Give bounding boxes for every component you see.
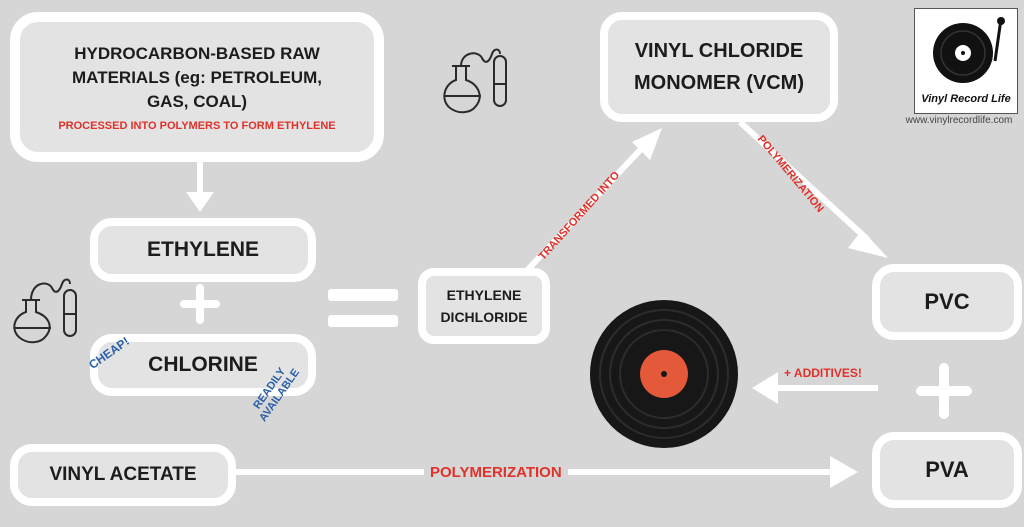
raw-materials-note: PROCESSED INTO POLYMERS TO FORM ETHYLENE: [58, 120, 336, 132]
dichloride-line2: DICHLORIDE: [440, 309, 528, 325]
additives-label: + ADDITIVES!: [784, 366, 862, 380]
equals-sign: [328, 289, 398, 327]
ethylene-dichloride-box: ETHYLENE DICHLORIDE: [418, 268, 550, 344]
vcm-box: VINYL CHLORIDE MONOMER (VCM): [600, 12, 838, 122]
pvc-label: PVC: [924, 289, 970, 314]
plus-sign-right: [916, 363, 972, 419]
ethylene-box: ETHYLENE: [90, 218, 316, 282]
chlorine-box: CHLORINE: [90, 334, 316, 396]
vinyl-acetate-label: VINYL ACETATE: [49, 464, 197, 485]
chlorine-label: CHLORINE: [148, 353, 258, 376]
vinyl-acetate-box: VINYL ACETATE: [10, 444, 236, 506]
vinyl-record-life-logo: Vinyl Record Life: [914, 8, 1018, 114]
ethylene-label: ETHYLENE: [146, 238, 259, 261]
vcm-line2: MONOMER (VCM): [634, 72, 804, 94]
lab-flask-icon-left: [13, 278, 77, 344]
pvc-box: PVC: [872, 264, 1022, 340]
plus-sign: [180, 284, 220, 324]
raw-materials-line3: GAS, COAL): [146, 92, 248, 111]
turntable-icon: [933, 17, 1005, 83]
logo-name: Vinyl Record Life: [921, 93, 1011, 105]
dichloride-line1: ETHYLENE: [446, 287, 522, 303]
arrow-dichloride-to-vcm: [517, 128, 662, 281]
raw-materials-box: HYDROCARBON-BASED RAW MATERIALS (eg: PET…: [10, 12, 384, 162]
vcm-line1: VINYL CHLORIDE: [634, 40, 804, 62]
polymerization-pva-label: POLYMERIZATION: [424, 464, 568, 481]
raw-materials-line2: MATERIALS (eg: PETROLEUM,: [72, 68, 322, 87]
arrow-raw-to-ethylene: [186, 160, 214, 212]
pva-box: PVA: [872, 432, 1022, 508]
lab-flask-icon: [443, 48, 507, 114]
pva-label: PVA: [925, 457, 969, 482]
vinyl-record-image: [590, 300, 738, 448]
arrow-additives: [752, 372, 878, 404]
raw-materials-line1: HYDROCARBON-BASED RAW: [74, 44, 320, 63]
arrow-vcm-to-pvc: [737, 119, 888, 258]
logo-url: www.vinylrecordlife.com: [905, 115, 1013, 126]
